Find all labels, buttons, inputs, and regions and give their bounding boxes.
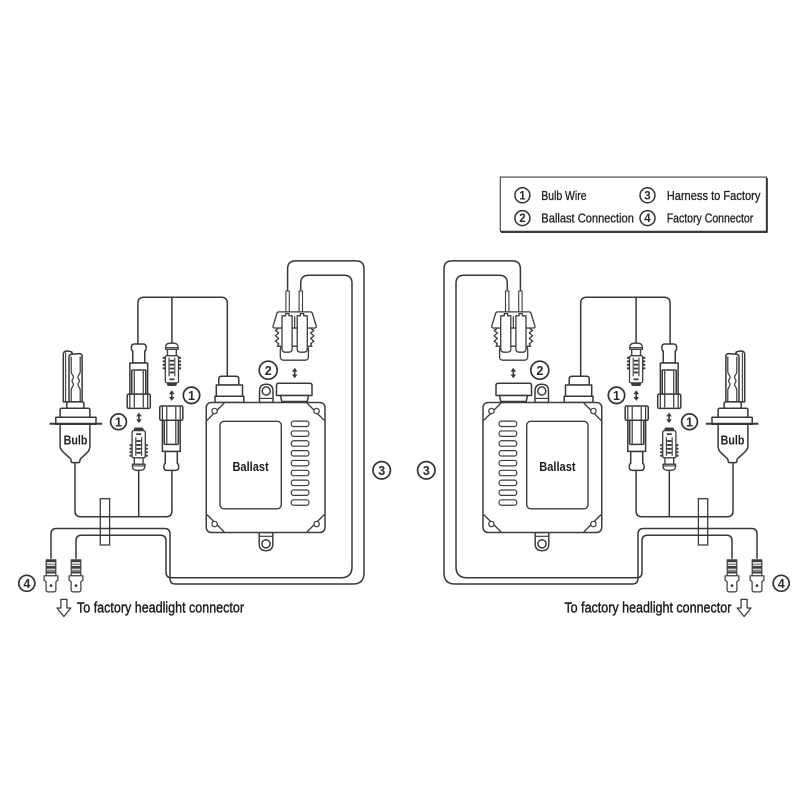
svg-text:4: 4 [644, 213, 651, 225]
svg-text:Bulb Wire: Bulb Wire [541, 188, 586, 203]
svg-text:To factory headlight connector: To factory headlight connector [564, 600, 731, 617]
svg-text:Ballast Connection: Ballast Connection [541, 211, 634, 226]
svg-text:Ballast: Ballast [232, 459, 269, 474]
svg-text:To factory headlight connector: To factory headlight connector [77, 600, 244, 617]
svg-text:4: 4 [23, 577, 30, 591]
svg-text:3: 3 [423, 464, 430, 478]
svg-text:Factory Connector: Factory Connector [667, 211, 754, 226]
svg-text:4: 4 [778, 577, 785, 591]
svg-text:1: 1 [115, 416, 122, 430]
svg-text:Bulb: Bulb [721, 432, 745, 447]
svg-text:1: 1 [188, 389, 195, 403]
svg-text:2: 2 [519, 213, 525, 225]
svg-text:2: 2 [536, 364, 543, 378]
svg-text:1: 1 [613, 389, 620, 403]
svg-text:1: 1 [686, 416, 693, 430]
svg-text:3: 3 [644, 190, 650, 202]
svg-text:Harness to Factory: Harness to Factory [667, 188, 761, 203]
svg-text:3: 3 [378, 464, 385, 478]
svg-text:2: 2 [265, 364, 272, 378]
svg-text:Bulb: Bulb [64, 432, 88, 447]
svg-text:1: 1 [519, 190, 526, 202]
svg-text:Ballast: Ballast [539, 459, 576, 474]
